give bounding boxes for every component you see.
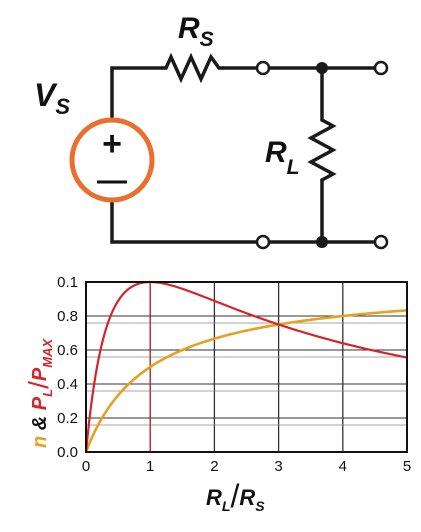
terminal-bottom-right [373,234,389,250]
x-tick-label: 1 [146,458,154,475]
junction-top [316,62,328,74]
y-axis-label: n & PL/PMAX [23,338,55,448]
terminals [255,60,389,250]
y-tick-label: 0.4 [57,376,78,393]
series-resistor-label: RS [178,12,214,51]
bottom-left-wire [110,196,259,244]
x-axis-label: RL/RS [206,478,265,514]
efficiency-curve [84,309,408,453]
x-tick-label: 0 [82,458,90,475]
plot-frame [85,281,408,453]
source-minus-sign: — [97,164,127,197]
x-tick-label: 2 [210,458,218,475]
chart-ticks: 0 1 2 3 4 5 0.0 0.2 0.4 0.6 0.8 0.1 [57,274,411,475]
series-resistor-zigzag [160,52,225,84]
junction-dots [316,62,328,248]
y-tick-label: 0.8 [57,308,78,325]
load-resistor-label: RL [265,136,300,179]
y-tick-label: 0.1 [57,274,78,291]
x-tick-label: 5 [403,458,411,475]
x-tick-label: 4 [339,458,347,475]
terminal-top-left [255,60,271,76]
junction-bottom [316,236,328,248]
y-tick-label: 0.2 [57,410,78,427]
source-plus-sign: + [102,125,122,163]
y-tick-label: 0.0 [57,444,78,461]
terminal-top-right [373,60,389,76]
power-ratio-curve [84,280,408,453]
chart-grid [86,282,407,452]
chart: 0 1 2 3 4 5 0.0 0.2 0.4 0.6 0.8 0.1 n & PL/PMAX RL/… [23,274,411,514]
terminal-bottom-left [255,234,271,250]
y-tick-label: 0.6 [57,342,78,359]
x-tick-label: 3 [274,458,282,475]
chart-series [84,280,408,453]
load-resistor-zigzag [307,118,337,182]
voltage-source-circle [69,117,155,203]
voltage-source: + — [69,117,155,203]
source-voltage-label: VS [34,77,70,119]
